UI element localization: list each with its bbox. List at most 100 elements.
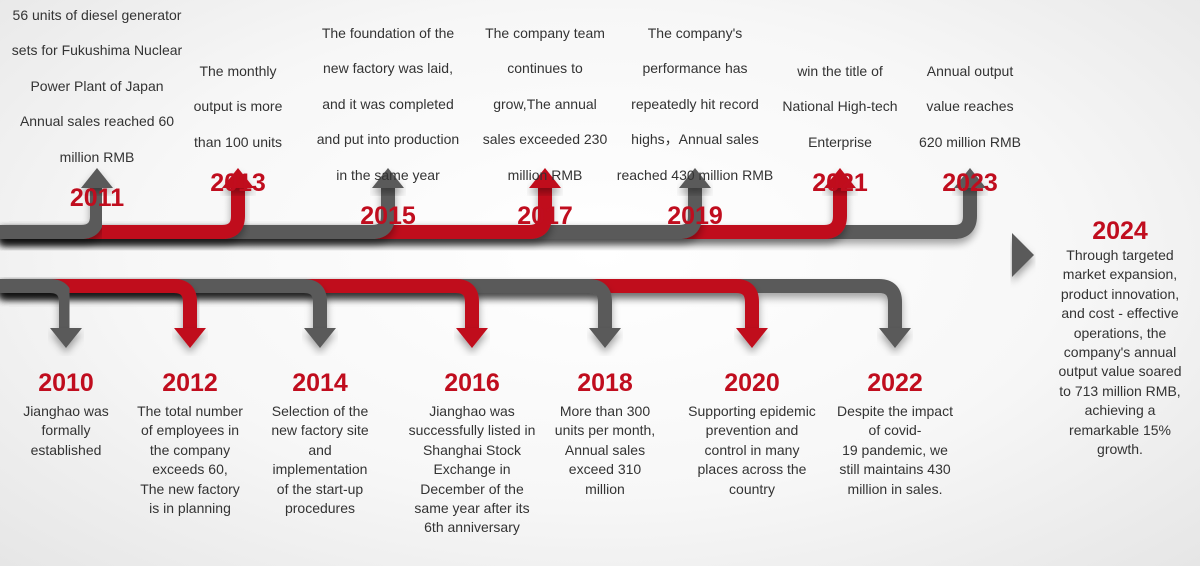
milestone-year: 2019 [667,202,723,231]
milestone-line: Jianghao was [23,403,109,419]
milestone-line: procedures [284,500,356,517]
milestone-line: exceeds 60, [152,461,228,478]
milestone-line: million in sales. [847,480,943,497]
milestone-line: 56 units of diesel generator [12,7,182,23]
milestone-line: control in many [704,441,800,458]
milestone-line: successfully listed in [408,422,536,439]
milestone-line: output is more [193,98,283,115]
milestone-line: Jianghao was [429,403,515,419]
milestone-line: established [30,441,102,458]
branch-arrow-2019-arrowhead [679,168,711,188]
milestone-year: 2021 [812,169,868,198]
top-branch-arrows [0,168,986,239]
milestone-2019: The company's performance has repeatedly h… [610,24,780,231]
milestone-line: The new factory [140,480,240,497]
milestone-description: Jianghao was successfully listed in Shangh… [392,402,552,538]
milestone-line: 6th anniversary [424,519,520,536]
milestone-line: and it was completed [322,95,454,112]
milestone-year: 2024 [1092,217,1148,245]
milestone-line: of covid- [868,422,922,439]
milestone-line: The foundation of the [321,25,455,41]
main-axis-arrow [0,233,1034,277]
milestone-year: 2010 [38,369,94,397]
branch-arrow-2020-arrowhead [736,328,768,348]
milestone-year: 2016 [444,369,500,397]
branch-arrow-2014-arrowhead [304,328,336,348]
branch-arrow-2018-arrowhead [589,328,621,348]
milestone-line: Shanghai Stock [422,441,522,458]
branch-arrow-2011-shaft [0,186,104,239]
branch-arrow-2013-shaft [0,186,245,239]
milestone-line: implementation [272,461,368,478]
branch-arrow-2015-arrowhead [372,168,404,188]
milestone-line: new factory site [271,422,369,439]
milestone-line: exceed 310 [568,461,642,478]
milestone-line: value reaches [926,98,1014,115]
milestone-description: The company's performance has repeatedly h… [610,24,780,185]
main-axis-arrowhead [1012,233,1034,277]
milestone-line: Despite the impact [837,403,953,419]
branch-arrow-2017-shaft [0,186,552,239]
milestone-line: Annual sales [564,441,646,458]
milestone-year: 2011 [69,184,125,213]
branch-arrow-2018-shaft [0,279,612,330]
milestone-year: 2013 [210,169,266,198]
milestone-line: continues to [507,60,583,77]
milestone-line: More than 300 [559,403,651,419]
milestone-2024: 2024 Through targeted market expansion, … [1040,216,1200,459]
milestone-line: reached 430 million RMB [616,166,774,183]
milestone-year: 2022 [867,369,923,397]
milestone-line: The company team [485,25,605,41]
milestone-line: operations, the [1073,324,1167,341]
milestone-line: Annual sales reached 60 [19,113,175,130]
milestone-line: highs，Annual sales [631,131,759,148]
milestone-line: December of the [420,480,524,497]
milestone-line: achieving a [1084,402,1156,419]
branch-arrow-2012-arrowhead [174,328,206,348]
milestone-line: performance has [642,60,748,77]
milestone-year: 2017 [517,202,573,231]
milestone-line: The company's [647,25,743,41]
branch-arrow-2019-shaft [0,186,702,239]
milestone-line: million RMB [59,148,135,165]
milestone-line: of the start-up [276,480,364,497]
milestone-line: output value soared [1058,363,1182,380]
milestone-line: still maintains 430 [839,461,951,478]
milestone-description: Selection of the new factory site and imple… [260,402,380,518]
milestone-line: company's annual [1063,344,1177,361]
branch-arrow-2013-arrowhead [222,168,254,188]
milestone-line: sales exceeded 230 [482,131,608,148]
milestone-line: Supporting epidemic [688,403,816,419]
milestone-line: Selection of the [271,403,369,419]
milestone-line: growth. [1097,441,1143,458]
branch-arrow-2022-shaft [0,279,902,330]
branch-arrow-2015-shaft [0,186,395,239]
milestone-2011: 56 units of diesel generator sets for Fuk… [2,6,192,213]
milestone-line: in the same year [336,166,440,183]
branch-arrow-2011-arrowhead [81,168,113,188]
branch-arrow-2016-shaft [0,279,479,330]
branch-arrow-2022-arrowhead [879,328,911,348]
milestone-line: places across the [697,461,807,478]
branch-arrow-2012-shaft [0,279,197,330]
bottom-branch-arrows [0,279,911,348]
milestone-line: repeatedly hit record [631,95,759,112]
milestone-line: and [308,441,332,458]
milestone-line: sets for Fukushima Nuclear [11,42,183,59]
milestone-line: and cost - effective [1061,305,1179,322]
branch-arrow-2023-arrowhead [954,168,986,188]
